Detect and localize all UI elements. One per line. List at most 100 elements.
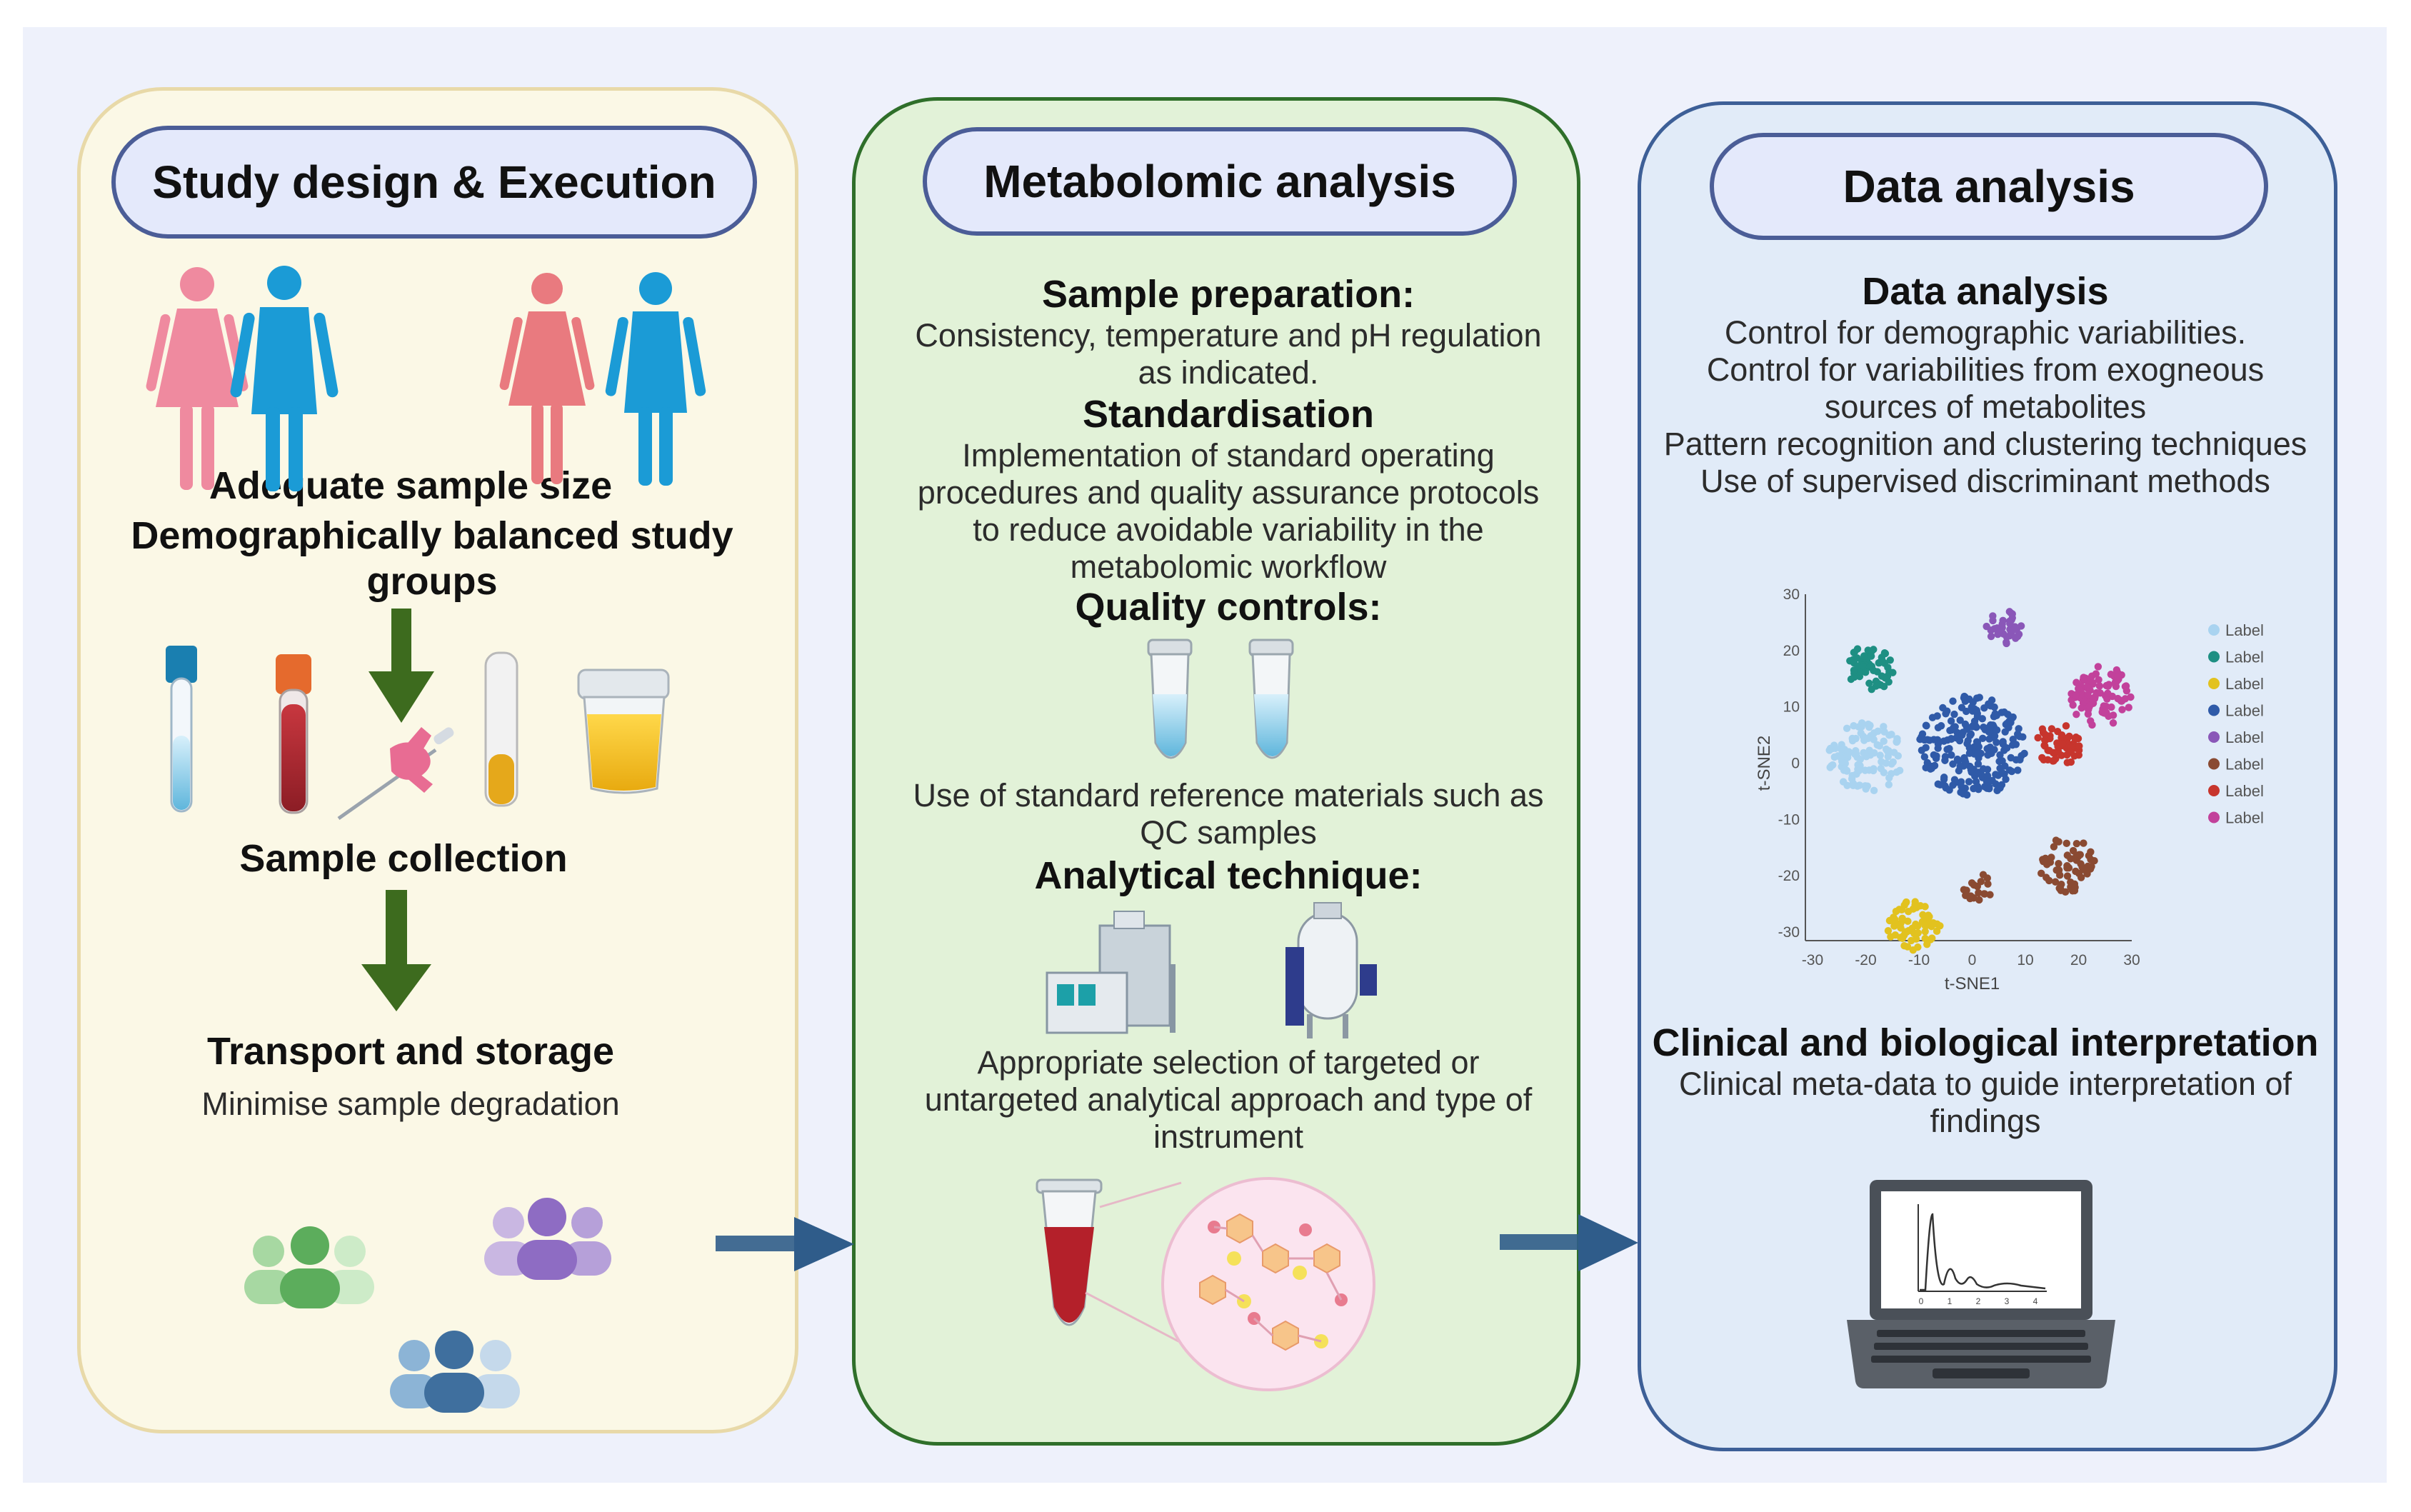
tsne-point	[2085, 851, 2093, 860]
tsne-point	[2058, 740, 2067, 748]
tsne-point	[2071, 883, 2079, 891]
tsne-point	[1865, 679, 1873, 687]
tsne-point	[1880, 768, 1888, 776]
tsne-point	[2072, 710, 2080, 719]
tsne-point	[1921, 921, 1929, 929]
tsne-point	[2015, 725, 2022, 733]
tsne-point	[2117, 697, 2126, 705]
tsne-point	[2057, 734, 2065, 742]
tsne-point	[1940, 776, 1948, 783]
legend-label: Label	[2225, 702, 2264, 720]
tsne-point	[1959, 790, 1967, 798]
quality-controls-text: Use of standard reference materials such…	[913, 777, 1544, 851]
tsne-point	[2050, 757, 2057, 765]
study-design-title: Study design & Execution	[111, 126, 757, 239]
down-arrow-1-icon	[369, 609, 434, 723]
tsne-x-tick-label: 0	[1968, 952, 1977, 968]
clinical-interpretation-heading: Clinical and biological interpretation	[1652, 1021, 2319, 1064]
tsne-point	[1868, 647, 1876, 655]
tsne-point	[1979, 871, 1988, 878]
chromatogram-tick-label: 4	[2033, 1296, 2038, 1306]
tsne-point	[1914, 922, 1922, 930]
tsne-point	[1988, 749, 1995, 758]
tsne-point	[1936, 922, 1944, 930]
tsne-point	[1920, 753, 1929, 761]
tsne-point	[1941, 756, 1949, 764]
tsne-point	[2087, 672, 2096, 680]
tsne-point	[2007, 719, 2015, 726]
tsne-point	[1970, 784, 1978, 793]
legend-label: Label	[2225, 809, 2264, 827]
tsne-point	[1825, 746, 1833, 754]
tsne-point	[2104, 689, 2112, 698]
tsne-point	[1965, 749, 1974, 757]
lc-ms-instrument-icon	[1046, 911, 1176, 1034]
tsne-point	[1953, 755, 1962, 763]
tsne-point	[2077, 704, 2085, 712]
tsne-point	[1980, 890, 1988, 898]
tsne-point	[1921, 928, 1929, 936]
tsne-point	[2047, 853, 2055, 861]
tsne-point	[1983, 771, 1992, 780]
transport-storage-text: Minimise sample degradation	[201, 1086, 620, 1122]
tsne-point	[2055, 859, 2062, 868]
tsne-point	[1988, 776, 1996, 785]
tsne-point	[2067, 696, 2075, 704]
tsne-point	[1985, 723, 1994, 731]
tsne-point	[1926, 765, 1935, 773]
nmr-instrument-icon	[1285, 902, 1377, 1038]
tsne-y-tick-label: 0	[1791, 756, 1800, 772]
legend-swatch	[2208, 678, 2220, 689]
tsne-point	[2089, 679, 2097, 687]
tsne-point	[1977, 878, 1985, 886]
tsne-point	[2055, 884, 2063, 892]
tsne-point	[1893, 738, 1901, 746]
tsne-point	[1873, 741, 1881, 749]
tsne-point	[1998, 781, 2006, 789]
tsne-point	[2103, 695, 2111, 703]
tsne-point	[1898, 914, 1906, 922]
analytical-technique-heading: Analytical technique:	[1034, 854, 1423, 897]
chromatogram-tick-label: 2	[1976, 1296, 1981, 1306]
tsne-point	[1886, 656, 1894, 664]
tsne-y-tick-label: -20	[1778, 868, 1800, 884]
legend-label: Label	[2225, 756, 2264, 773]
tsne-point	[1996, 764, 2004, 772]
male-figure-2-icon	[605, 272, 706, 486]
tsne-point	[1858, 719, 1866, 727]
tsne-point	[1967, 766, 1975, 774]
tsne-point	[1859, 732, 1868, 741]
tsne-point	[1930, 751, 1938, 759]
tsne-point	[1960, 754, 1968, 762]
tsne-y-tick-label: -10	[1778, 811, 1800, 828]
tsne-point	[1985, 735, 1993, 743]
tsne-point	[1891, 931, 1900, 939]
legend-label: Label	[2225, 621, 2264, 639]
tsne-point	[1998, 620, 2006, 628]
tsne-point	[1980, 724, 1988, 731]
tsne-point	[2122, 682, 2130, 690]
legend-swatch	[2208, 704, 2220, 716]
tsne-point	[1918, 746, 1926, 754]
tsne-point	[2007, 754, 2015, 762]
tsne-point	[1884, 664, 1892, 671]
tsne-point	[2105, 681, 2113, 689]
tsne-point	[1876, 751, 1884, 759]
data-analysis-line-4: Use of supervised discriminant methods	[1700, 463, 2270, 499]
tsne-point	[1852, 750, 1860, 758]
tsne-point	[1850, 721, 1858, 730]
qc-tube-2-icon	[1248, 639, 1294, 759]
tsne-point	[1862, 669, 1870, 676]
transport-storage-heading: Transport and storage	[206, 1030, 615, 1073]
tsne-point	[2019, 733, 2027, 741]
tsne-point	[2012, 741, 2020, 749]
tsne-point	[1925, 913, 1933, 921]
tsne-point	[2125, 704, 2132, 711]
chromatogram-tick-label: 1	[1948, 1296, 1953, 1306]
tsne-point	[1958, 704, 1966, 711]
tsne-point	[1990, 732, 1999, 740]
tsne-point	[2005, 608, 2014, 616]
tsne-point	[1974, 749, 1982, 758]
tsne-point	[1922, 721, 1930, 729]
tsne-point	[1903, 898, 1910, 906]
